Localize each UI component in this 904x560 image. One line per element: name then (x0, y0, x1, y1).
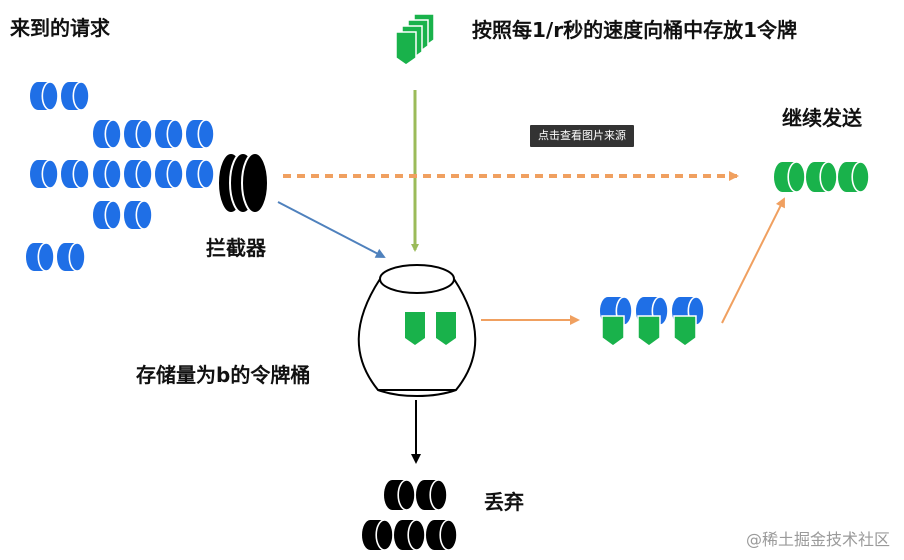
request-cylinder-icon (186, 159, 215, 189)
request-cylinder-icon (60, 81, 90, 111)
sent-requests-group (774, 161, 870, 193)
interceptor-label: 拦截器 (206, 236, 266, 260)
token-bucket-icon (357, 264, 477, 397)
request-cylinder-icon (56, 242, 86, 272)
discard-label: 丢弃 (484, 490, 524, 514)
incoming-tokens-icon (395, 13, 435, 66)
discarded-requests-group (362, 479, 458, 551)
paired-token-icon (637, 315, 661, 347)
request-cylinder-icon (155, 119, 184, 149)
request-cylinder-icon (186, 119, 215, 149)
request-cylinder-icon (155, 159, 184, 189)
request-cylinder-icon (124, 119, 153, 149)
discarded-cylinder-icon (394, 519, 426, 551)
bucket-label: 存储量为b的令牌桶 (136, 363, 311, 387)
request-cylinder-icon (30, 81, 59, 111)
continue-label: 继续发送 (782, 106, 862, 130)
request-cylinder-icon (30, 159, 59, 189)
sent-cylinder-icon (838, 161, 870, 193)
discarded-cylinder-icon (384, 479, 416, 511)
paired-token-icon (673, 315, 697, 347)
incoming-requests-group (26, 81, 215, 272)
request-cylinder-icon (60, 159, 90, 189)
incoming-label: 来到的请求 (10, 16, 110, 40)
paired-requests-group (600, 296, 705, 347)
discarded-cylinder-icon (362, 519, 394, 551)
discarded-cylinder-icon (426, 519, 458, 551)
request-cylinder-icon (124, 200, 153, 230)
request-cylinder-icon (93, 159, 122, 189)
watermark: @稀土掘金技术社区 (745, 530, 890, 549)
request-cylinder-icon (93, 200, 122, 230)
sent-cylinder-icon (806, 161, 838, 193)
request-cylinder-icon (93, 119, 122, 149)
request-cylinder-icon (124, 159, 153, 189)
request-cylinder-icon (26, 242, 55, 272)
sent-cylinder-icon (774, 161, 806, 193)
paired-to-sent-arrow (721, 197, 785, 324)
request-to-bucket-arrow (277, 201, 386, 258)
paired-token-icon (601, 315, 625, 347)
rate-label: 按照每1/r秒的速度向桶中存放1令牌 (472, 18, 797, 42)
interceptor-icon (217, 152, 269, 214)
discarded-cylinder-icon (416, 479, 448, 511)
image-source-tooltip[interactable]: 点击查看图片来源 (530, 125, 634, 147)
